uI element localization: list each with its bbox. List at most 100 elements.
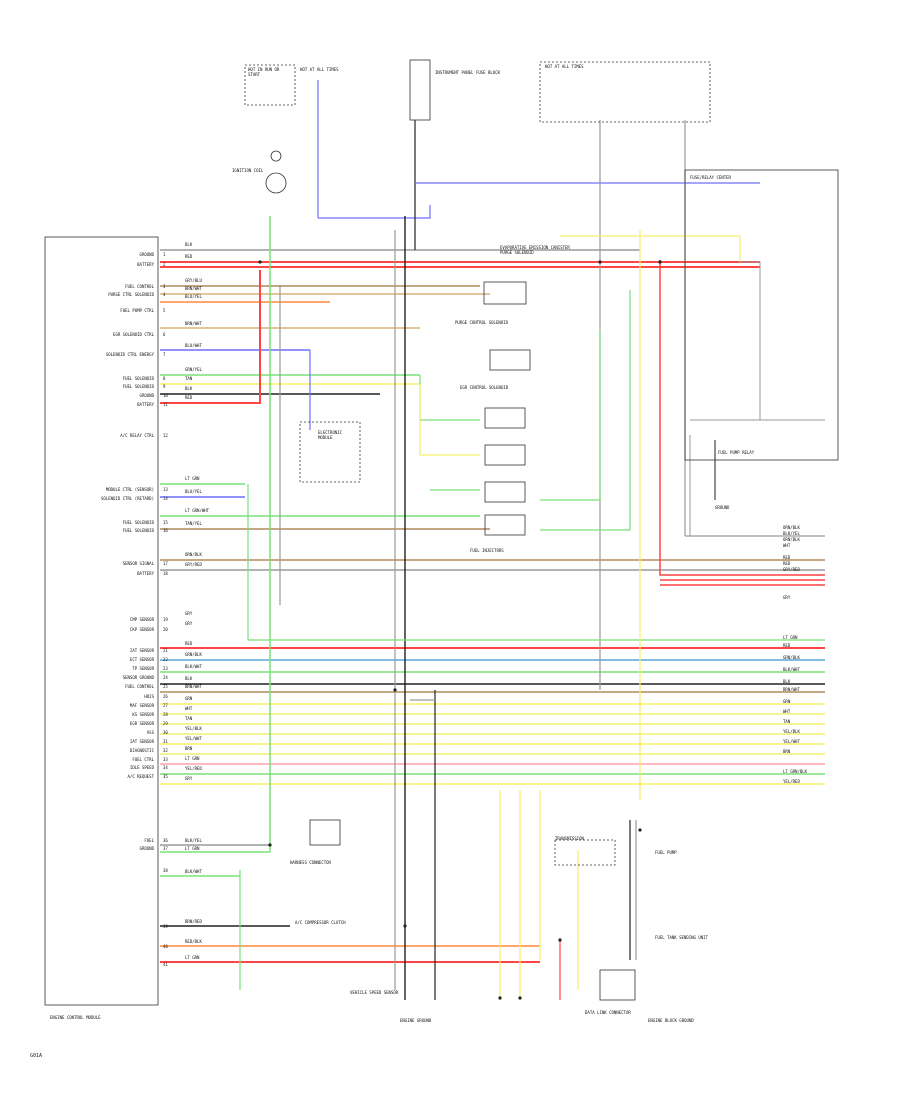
ecm-pin-25: HO2S [144, 694, 154, 699]
label-module: ELECTRONIC MODULE [318, 430, 343, 440]
ecm-pin-11: A/C RELAY CTRL [120, 433, 154, 438]
ecm-pin-12: MODULE CTRL (SENSOR) [105, 487, 154, 492]
pin-number-17: 18 [163, 571, 168, 576]
pin-number-39: 40 [163, 944, 168, 949]
wire-label-28: YEL/WHT [185, 736, 202, 741]
ecm-pin-19: CKP SENSOR [129, 627, 154, 632]
label-ground: GROUND [715, 505, 730, 510]
pin-number-29: 30 [163, 730, 168, 735]
wire-label-7: GRN/YEL [185, 367, 202, 372]
wire-label-13: LT GRN/WHT [185, 508, 210, 513]
label-canister-vent: EVAPORATIVE EMISSION CANISTER PURGE SOLE… [500, 245, 570, 255]
ecm-pin-14: FUEL SOLENOID [122, 520, 154, 525]
label-fuse-block: INSTRUMENT PANEL FUSE BLOCK [435, 70, 501, 75]
right-wire-label-7: GRY [783, 595, 791, 600]
label-engine-ground: ENGINE GROUND [400, 1018, 432, 1023]
relay-center-box [684, 169, 839, 461]
pin-number-26: 27 [163, 703, 168, 708]
ecm-pin-7: FUEL SOLENOID [122, 376, 154, 381]
right-wire-label-11: BLK/WHT [783, 667, 800, 672]
splice-5 [393, 688, 397, 692]
pin-number-16: 17 [163, 561, 168, 566]
splice-4 [403, 924, 407, 928]
label-ignition-coil: IGNITION COIL [232, 168, 264, 173]
right-wire-label-8: LT GRN [783, 635, 798, 640]
ecm-pin-28: EGR SENSOR [129, 721, 154, 726]
splice-9 [518, 996, 522, 1000]
pin-number-32: 33 [163, 757, 168, 762]
ecm-pin-5: EGR SOLENOID CTRL [113, 332, 154, 337]
pin-number-40: 41 [163, 962, 168, 967]
pin-number-24: 25 [163, 684, 168, 689]
ecm-pin-30: IAT SENSOR [129, 739, 154, 744]
right-wire-label-0: ORN/BLK [783, 525, 800, 530]
wire-label-1: RED [185, 254, 193, 259]
wire-label-30: LT GRN [185, 756, 200, 761]
label-top-right-box: HOT AT ALL TIMES [545, 64, 584, 69]
pin-number-37: 38 [163, 868, 168, 873]
right-wire-label-12: BLK [783, 679, 791, 684]
pin-number-36: 37 [163, 846, 168, 851]
ecm-pin-17: BATTERY [137, 571, 154, 576]
ecm-pin-33: IDLE SPEED [129, 765, 154, 770]
pin-number-6: 7 [163, 352, 166, 357]
wire-label-10: RED [185, 395, 193, 400]
right-wire-label-20: LT GRN/BLK [783, 769, 808, 774]
pin-number-33: 34 [163, 765, 168, 770]
ecm-pin-20: IAT SENSOR [129, 648, 154, 653]
wire-label-2: GRY/BLU [185, 278, 202, 283]
pin-number-5: 6 [163, 332, 166, 337]
ecm-pin-18: CMP SENSOR [129, 617, 154, 622]
splice-0 [258, 260, 262, 264]
right-wire-label-4: RED [783, 555, 791, 560]
ecm-pin-29: VSS [146, 730, 154, 735]
label-fuel-pump: FUEL PUMP [655, 850, 677, 855]
ecm-pin-26: MAF SENSOR [129, 703, 154, 708]
transmission-box [554, 839, 616, 866]
right-wire-label-2: ORN/BLK [783, 537, 800, 542]
wire-label-15: ORN/BLK [185, 552, 202, 557]
pin-number-30: 31 [163, 739, 168, 744]
solenoid-4 [484, 444, 526, 466]
wire-label-38: LT GRN [185, 955, 200, 960]
connector-circle-top [270, 150, 282, 162]
pin-number-14: 15 [163, 520, 168, 525]
wire-41 [318, 205, 431, 219]
wire-label-26: TAN [185, 716, 193, 721]
dlc-box [599, 969, 636, 1001]
pin-number-9: 10 [163, 393, 168, 398]
right-wire-label-16: TAN [783, 719, 791, 724]
label-harness: HARNESS CONNECTOR [290, 860, 331, 865]
wire-label-11: LT GRN [185, 476, 200, 481]
wire-label-22: BLK [185, 676, 193, 681]
ecm-pin-2: FUEL CONTROL [125, 284, 154, 289]
pin-number-2: 3 [163, 284, 166, 289]
pin-number-4: 5 [163, 308, 166, 313]
wire-label-34: LT GRN [185, 846, 200, 851]
ecm-pin-4: FUEL PUMP CTRL [120, 308, 154, 313]
wire-label-31: YEL/RED [185, 766, 202, 771]
fuse-box-top-right [539, 61, 711, 123]
fuse-block-symbol [409, 59, 431, 121]
label-purge-solenoid: PURGE CONTROL SOLENOID [455, 320, 508, 325]
ecm-pin-31: DIAGNOSTIC [129, 748, 154, 753]
ecm-pin-9: GROUND [139, 393, 154, 398]
wire-74 [740, 261, 761, 420]
wire-label-17: GRY [185, 611, 193, 616]
right-wire-label-17: YEL/BLK [783, 729, 800, 734]
pin-number-31: 32 [163, 748, 168, 753]
solenoid-3 [484, 407, 526, 429]
right-wire-label-15: WHT [783, 709, 791, 714]
wire-label-20: GRN/BLK [185, 652, 202, 657]
solenoid-1 [483, 281, 527, 305]
pin-number-20: 21 [163, 648, 168, 653]
wire-label-18: GRY [185, 621, 193, 626]
ac-component [309, 819, 341, 846]
solenoid-5 [484, 481, 526, 503]
wire-label-12: BLU/YEL [185, 489, 202, 494]
right-wire-label-5: RED [783, 561, 791, 566]
pin-number-18: 19 [163, 617, 168, 622]
splice-8 [498, 996, 502, 1000]
pin-number-27: 28 [163, 712, 168, 717]
